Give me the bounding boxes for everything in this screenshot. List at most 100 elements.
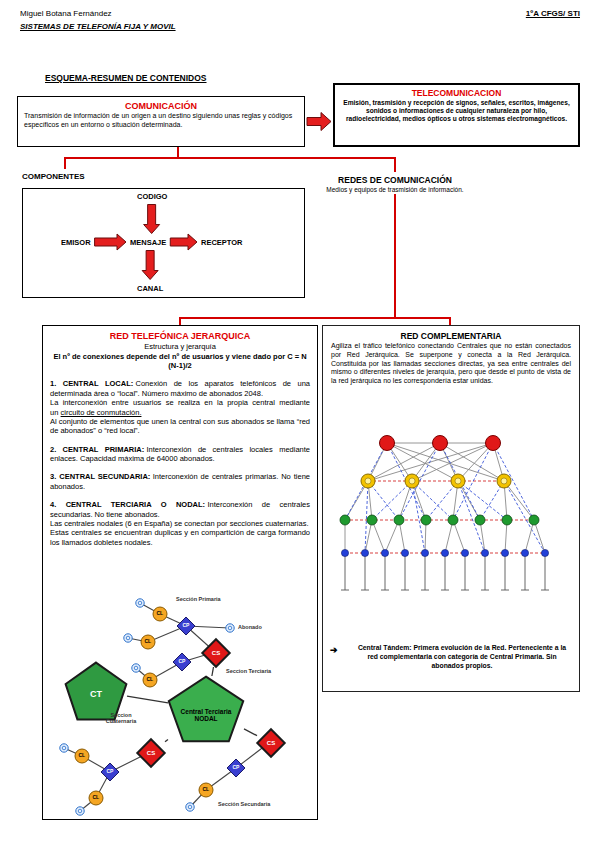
subscriber-line (465, 553, 466, 590)
subscriber-line (425, 553, 426, 590)
text-block: Estas centrales se encuentran duplicas y… (50, 528, 310, 547)
text: CS (147, 750, 155, 756)
text: circuito de conmutación. (61, 408, 142, 417)
primary-exchange (340, 515, 350, 525)
text: CS (212, 650, 220, 656)
text: 4. CENTRAL TERCIARIA O NODAL: (50, 500, 205, 509)
subscriber-phone (126, 636, 130, 640)
text: REDES DE COMUNICACIÓN (338, 175, 452, 185)
local-exchange (501, 549, 508, 556)
label: CL (147, 677, 154, 683)
text: TELECOMUNICACION (412, 88, 502, 98)
local-exchange (141, 635, 155, 649)
direct-section (453, 443, 493, 520)
text: 2. CENTRAL PRIMARIA: (50, 445, 144, 454)
label: Miguel Botana Fernández (20, 9, 112, 18)
text-block: 3. CENTRAL SECUNDARIA:Interconexión de c… (50, 472, 310, 491)
subscriber-line (521, 590, 529, 591)
complementary-network (340, 436, 549, 591)
subscriber-phone (62, 746, 66, 750)
direct-section (440, 443, 480, 520)
text: Agiliza el tráfico telefónico conectando… (331, 342, 571, 384)
subscriber-phone (138, 601, 142, 605)
text: CT (90, 689, 102, 699)
subscriber-line (485, 553, 486, 590)
direct-section (372, 481, 412, 520)
subscriber-line (441, 590, 449, 591)
tree-connector (395, 194, 450, 325)
subscriber-line (365, 553, 366, 590)
text-block: CS (212, 650, 220, 656)
secondary-exchange (497, 474, 511, 488)
diamond-exchange: CS (202, 639, 230, 667)
component-label: RECEPTOR (201, 238, 243, 247)
diamond-exchange (137, 739, 164, 766)
local-exchange (361, 549, 368, 556)
pentagon-exchange: CT (65, 662, 127, 720)
text-block: CODIGO (137, 192, 167, 201)
text-block: REDES DE COMUNICACIÓN (260, 175, 530, 186)
text: COMUNICACIÓN (125, 101, 197, 111)
text-block: COMPONENTES (22, 172, 305, 182)
primary-exchange (502, 515, 512, 525)
diamond-exchange: CS (257, 729, 285, 757)
network-heading: REDES DE COMUNICACIÓNMedios y equipos de… (260, 175, 530, 194)
label: CL (203, 787, 210, 793)
tree-connector (65, 147, 178, 169)
definition-box: TELECOMUNICACIONEmisión, trasmisión y re… (333, 83, 580, 147)
subscriber-phone (188, 805, 192, 809)
local-exchange (153, 607, 167, 621)
text-block: Estructura y jerarquía (50, 342, 310, 351)
local-exchange (401, 549, 408, 556)
subscriber-line (341, 590, 349, 591)
text-block: Emisión, trasmisión y recepción de signo… (341, 99, 572, 123)
primary-exchange (448, 515, 458, 525)
text: RED TELEFÓNICA JERARQUICA (110, 331, 251, 341)
text: Estas centrales se encuentran duplicas y… (50, 528, 310, 546)
hierarchy-illustration (60, 599, 270, 815)
text-block: Agiliza el tráfico telefónico conectando… (331, 342, 571, 386)
text-block: CT (90, 689, 102, 699)
block-arrow (170, 234, 197, 250)
section-link (165, 739, 168, 741)
subscriber-phone (226, 624, 234, 632)
direct-section (426, 481, 458, 520)
text: Transmisión de información de un origen … (24, 112, 292, 128)
tertiary-exchange (486, 436, 501, 451)
subscriber-phone (78, 809, 82, 813)
subscriber-line (541, 590, 549, 591)
subscriber-phone (186, 803, 194, 811)
primary-exchange (394, 515, 404, 525)
secondary-exchange (451, 474, 465, 488)
label: CL (145, 639, 152, 645)
subscriber-line (525, 553, 526, 590)
subscriber-phone (228, 626, 232, 630)
direct-section (399, 443, 440, 520)
local-exchange (199, 783, 213, 797)
subscriber-phone (124, 634, 132, 642)
text-block: RED COMPLEMENTARIA (331, 331, 571, 342)
text-block: 2. CENTRAL PRIMARIA:Interconexión de cen… (50, 445, 310, 464)
local-exchange (421, 549, 428, 556)
text: El nº de conexiones depende del nº de us… (53, 352, 306, 370)
label: CL (157, 611, 164, 617)
text: Al conjunto de elementos que unen la cen… (50, 417, 310, 435)
pentagon-exchange: Central Terciaria NODAL (168, 676, 244, 742)
secondary-exchange (361, 474, 375, 488)
local-exchange (521, 549, 528, 556)
block-arrow (95, 234, 126, 250)
subscriber-line (501, 590, 509, 591)
text-block: EMISOR (61, 238, 91, 247)
subscriber-line (481, 590, 489, 591)
direct-section (345, 443, 387, 520)
text-block: RECEPTOR (201, 238, 243, 247)
text: Medios y equipos de trasmisión de inform… (326, 186, 463, 193)
block-arrow (307, 113, 331, 131)
local-exchange (75, 749, 89, 763)
text: Las centrales nodales (6 en España) se c… (50, 519, 309, 528)
trunk-line (412, 443, 493, 481)
direct-section (493, 443, 534, 520)
pentagon-exchange (66, 663, 127, 720)
label: Sección Primaria (176, 596, 221, 602)
primary-exchange (421, 515, 431, 525)
